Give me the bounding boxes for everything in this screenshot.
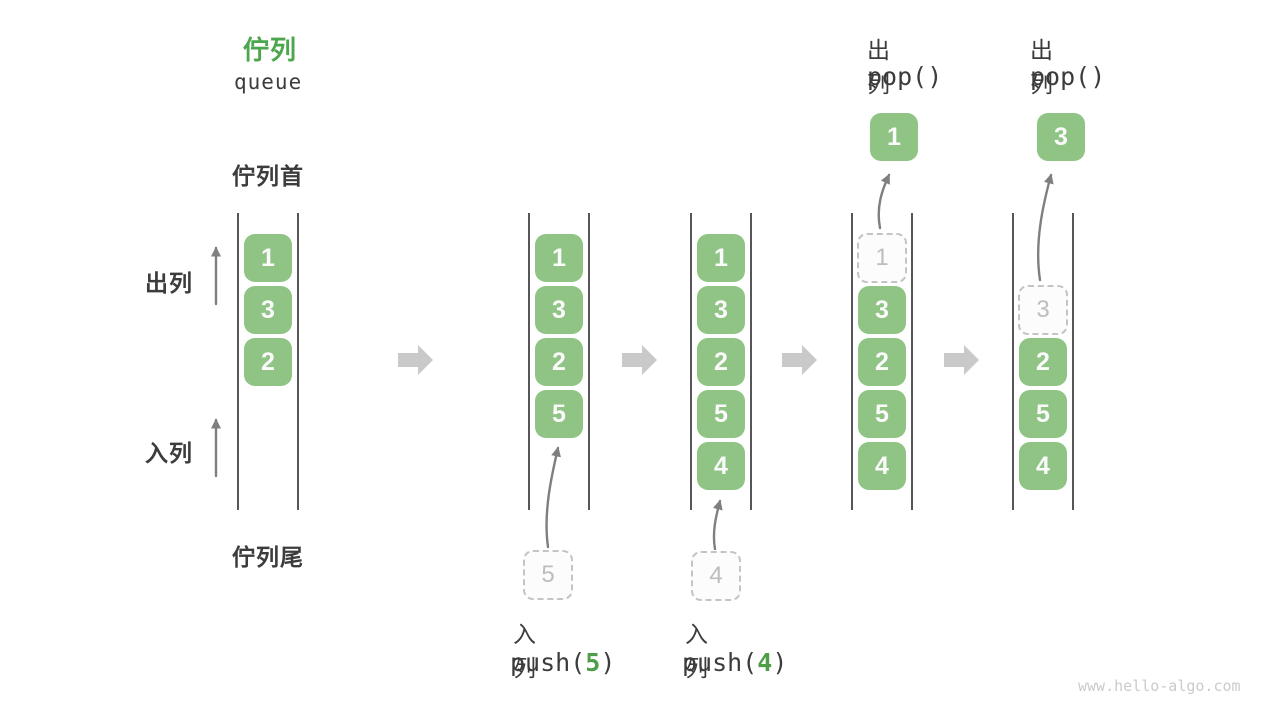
block-arrow-icon xyxy=(782,345,817,375)
pending-element: 4 xyxy=(691,551,741,601)
rail-right xyxy=(911,213,913,510)
pop-1-arrow xyxy=(877,173,891,230)
operation-label: 入列 xyxy=(513,621,537,681)
queue-cell: 2 xyxy=(697,338,745,386)
operation-code: push(5) xyxy=(510,648,615,677)
rail-left xyxy=(528,213,530,510)
operation-label: 出列 xyxy=(867,37,891,97)
queue-cell: 1 xyxy=(535,234,583,282)
queue-cell: 3 xyxy=(1018,285,1068,335)
queue-cell: 1 xyxy=(244,234,292,282)
rail-left xyxy=(1012,213,1014,510)
queue-rear-label: 佇列尾 xyxy=(232,544,304,570)
dequeue-side-label: 出列 xyxy=(145,270,193,296)
state-transition-arrow xyxy=(398,341,434,384)
block-arrow-icon xyxy=(944,345,979,375)
queue-cell: 4 xyxy=(858,442,906,490)
enqueue-side-label: 入列 xyxy=(145,440,193,466)
diagram-subtitle: queue xyxy=(234,70,303,94)
push-4-arrow xyxy=(712,499,723,551)
state-transition-arrow xyxy=(622,341,658,384)
queue-cell: 3 xyxy=(535,286,583,334)
code-part: push( xyxy=(682,648,758,677)
diagram-title: 佇列 xyxy=(243,35,298,65)
queue-front-label: 佇列首 xyxy=(232,163,304,189)
queue-cell: 1 xyxy=(697,234,745,282)
code-part: push( xyxy=(510,648,586,677)
code-part: 4 xyxy=(757,648,773,677)
queue-cell: 4 xyxy=(697,442,745,490)
operation-label: 出列 xyxy=(1030,37,1054,97)
queue-cell: 4 xyxy=(1019,442,1067,490)
queue-cell: 2 xyxy=(1019,338,1067,386)
push-5-arrow xyxy=(545,446,561,549)
rail-right xyxy=(1072,213,1074,510)
rail-right xyxy=(297,213,299,510)
pop-3-arrow xyxy=(1036,173,1054,282)
queue-cell: 2 xyxy=(535,338,583,386)
queue-cell: 5 xyxy=(697,390,745,438)
popped-element: 3 xyxy=(1037,113,1085,161)
rail-left xyxy=(237,213,239,510)
operation-code: push(4) xyxy=(682,648,787,677)
queue-cell: 5 xyxy=(1019,390,1067,438)
code-part: pop() xyxy=(1030,62,1106,91)
pending-element: 5 xyxy=(523,550,573,600)
code-part: ) xyxy=(600,648,616,677)
code-part: pop() xyxy=(867,62,943,91)
queue-cell: 5 xyxy=(535,390,583,438)
queue-cell: 3 xyxy=(244,286,292,334)
watermark: www.hello-algo.com xyxy=(1078,677,1241,695)
queue-cell: 3 xyxy=(858,286,906,334)
block-arrow-icon xyxy=(398,345,433,375)
code-part: ) xyxy=(772,648,788,677)
queue-cell: 2 xyxy=(858,338,906,386)
block-arrow-icon xyxy=(622,345,657,375)
queue-cell: 3 xyxy=(697,286,745,334)
state-transition-arrow xyxy=(782,341,818,384)
rail-right xyxy=(750,213,752,510)
queue-cell: 2 xyxy=(244,338,292,386)
state-transition-arrow xyxy=(944,341,980,384)
rail-right xyxy=(588,213,590,510)
queue-cell: 5 xyxy=(858,390,906,438)
queue-cell: 1 xyxy=(857,233,907,283)
operation-code: pop() xyxy=(867,62,942,91)
code-part: 5 xyxy=(585,648,601,677)
operation-code: pop() xyxy=(1030,62,1105,91)
rail-left xyxy=(851,213,853,510)
popped-element: 1 xyxy=(870,113,918,161)
operation-label: 入列 xyxy=(685,621,709,681)
rail-left xyxy=(690,213,692,510)
